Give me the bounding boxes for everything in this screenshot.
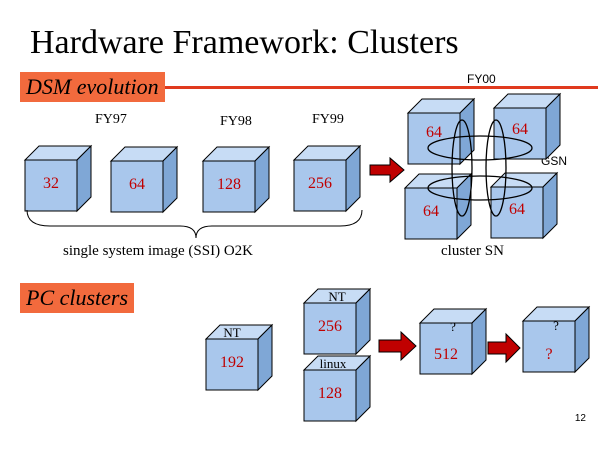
arrow-to-512-icon (378, 330, 417, 362)
cube-fy98-value: 128 (217, 176, 241, 193)
cluster-cube-bottom-left-value: 64 (423, 203, 439, 220)
pc-cube-nt-192: NT 192 (205, 324, 273, 391)
pc-cube-linux-128: linux 128 (303, 355, 371, 422)
arrow-to-future-icon (487, 332, 521, 364)
pc-cube-nt-192-label: NT (223, 325, 240, 340)
gsn-interconnect (427, 119, 533, 217)
cube-fy97b: 64 (110, 146, 178, 213)
cluster-cube-bottom-left: 64 (404, 173, 472, 240)
pc-cube-nt-192-value: 192 (220, 354, 244, 371)
year-label-fy00: FY00 (467, 72, 496, 86)
cube-fy99-value: 256 (308, 175, 332, 192)
ssi-label: single system image (SSI) O2K (63, 243, 253, 259)
year-label-fy97: FY97 (95, 112, 127, 127)
pc-cube-linux-value: 128 (318, 385, 342, 402)
cluster-cube-top-right-value: 64 (512, 121, 528, 138)
pc-cube-512-label: ? (450, 319, 456, 334)
slide-title: Hardware Framework: Clusters (30, 24, 459, 61)
cluster-cube-bottom-right: 64 (490, 172, 558, 239)
cube-fy98: 128 (202, 146, 270, 213)
title-rule (20, 86, 598, 89)
ssi-brace (26, 209, 363, 239)
pc-cube-future-value: ? (545, 346, 552, 363)
pc-clusters-heading: PC clusters (20, 283, 135, 313)
cluster-sn-label: cluster SN (441, 243, 504, 259)
pc-cube-nt-256: NT 256 (303, 288, 371, 355)
arrow-to-cluster-icon (369, 156, 405, 184)
dsm-evolution-heading: DSM evolution (20, 72, 165, 102)
slide-number: 12 (574, 413, 586, 424)
pc-cube-future-label: ? (553, 318, 559, 333)
pc-cube-linux-label: linux (320, 356, 347, 371)
pc-cube-512: ? 512 (419, 308, 487, 375)
pc-cube-512-value: 512 (434, 346, 458, 363)
cluster-cube-top-right: 64 (493, 93, 561, 160)
pc-cube-future: ? ? (522, 306, 590, 373)
cluster-cube-top-left-value: 64 (426, 124, 442, 141)
cluster-cube-bottom-right-value: 64 (509, 201, 525, 218)
cluster-cube-top-left: 64 (407, 98, 475, 165)
cube-fy99: 256 (293, 145, 361, 212)
year-label-fy99: FY99 (312, 112, 344, 127)
cube-fy97: 32 (24, 145, 92, 212)
cube-fy97b-value: 64 (129, 176, 145, 193)
pc-cube-nt-256-label: NT (328, 289, 345, 304)
cube-fy97-value: 32 (43, 175, 59, 192)
year-label-fy98: FY98 (220, 114, 252, 129)
pc-cube-nt-256-value: 256 (318, 318, 342, 335)
